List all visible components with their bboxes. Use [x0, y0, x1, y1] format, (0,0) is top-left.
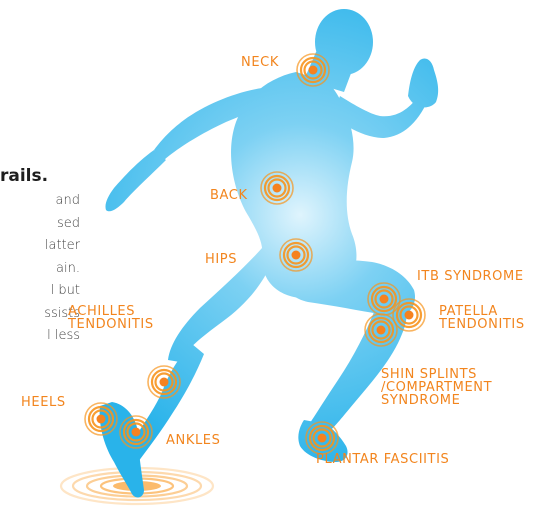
article-line: sed: [0, 213, 80, 236]
article-line: ain.: [0, 258, 80, 281]
pain-marker-back: [261, 172, 293, 204]
pain-marker-patella: [393, 299, 425, 331]
pain-marker-itb: [368, 283, 400, 315]
label-back: BACK: [210, 189, 248, 202]
article-line: latter: [0, 235, 80, 258]
label-heels: HEELS: [21, 396, 66, 409]
article-heading-fragment: rails.: [0, 166, 80, 186]
label-achilles-tendonitis: ACHILLES TENDONITIS: [68, 305, 154, 331]
pain-marker-neck: [297, 54, 329, 86]
label-patella-tendonitis: PATELLA TENDONITIS: [439, 305, 525, 331]
label-plantar-fasciitis: PLANTAR FASCIITIS: [316, 453, 449, 466]
label-shin-splints: SHIN SPLINTS /COMPARTMENT SYNDROME: [381, 368, 492, 407]
pain-marker-hips: [280, 239, 312, 271]
article-line: and: [0, 190, 80, 213]
pain-marker-heels: [85, 403, 117, 435]
label-itb-syndrome: ITB SYNDROME: [417, 270, 524, 283]
pain-marker-shin: [365, 314, 397, 346]
label-hips: HIPS: [205, 253, 237, 266]
label-neck: NECK: [241, 56, 279, 69]
pain-marker-achilles: [148, 366, 180, 398]
pain-marker-plantar: [306, 422, 338, 454]
label-ankles: ANKLES: [166, 434, 220, 447]
pain-marker-ankles: [120, 416, 152, 448]
article-line: l but: [0, 280, 80, 303]
